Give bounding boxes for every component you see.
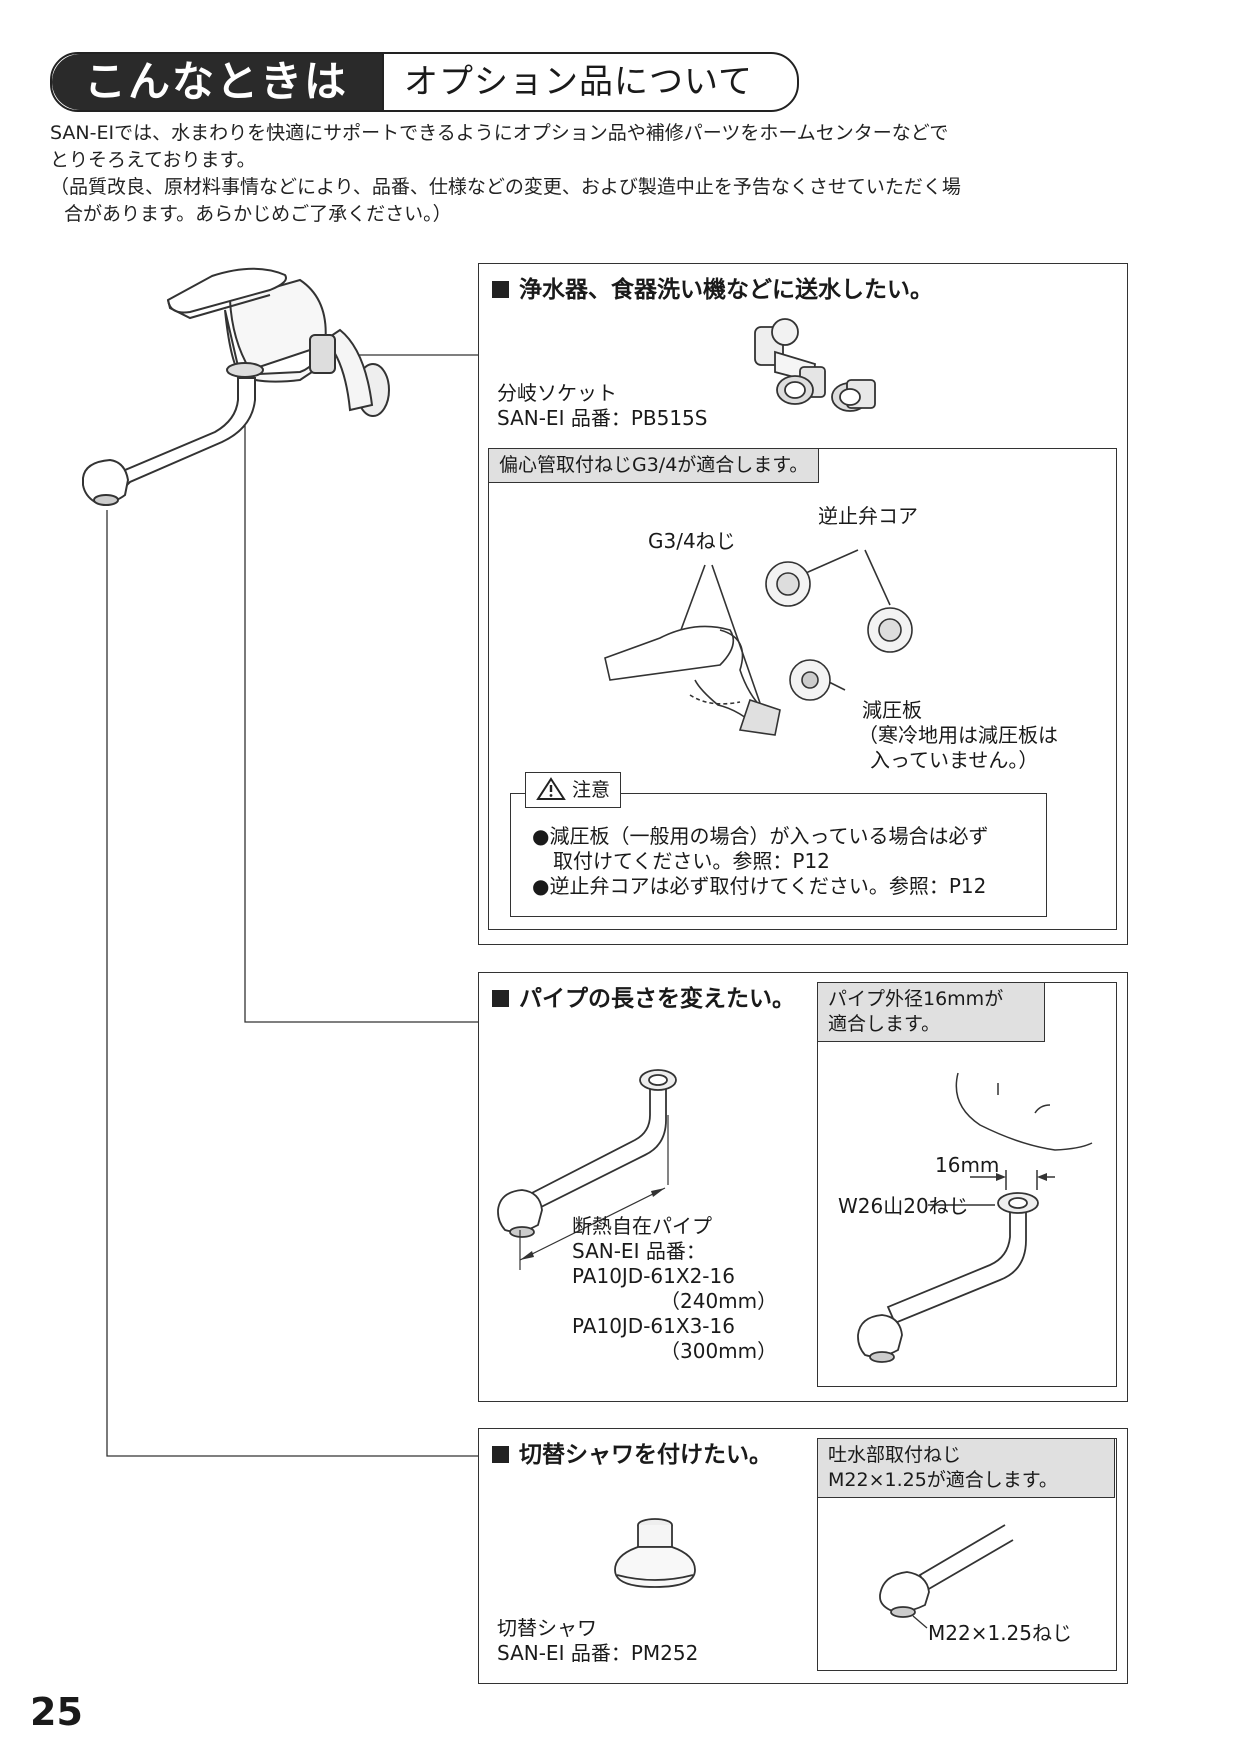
label-reducer-note: （寒冷地用は減圧板は — [858, 723, 1058, 747]
caution-box — [510, 793, 1047, 917]
section-header: こんなときは オプション品について — [50, 52, 799, 112]
panel-shower-title-text: 切替シャワを付けたい。 — [519, 1442, 772, 1468]
product-name-shower: 切替シャワ — [497, 1616, 597, 1640]
subbox-tab-spout: 吐水部取付ねじ M22×1.25が適合します。 — [818, 1439, 1115, 1498]
product-code-pipe-240: PA10JD-61X2-16 — [572, 1264, 735, 1288]
pipe-thread-label: W26山20ねじ — [838, 1194, 969, 1218]
product-code-pipe-300: PA10JD-61X3-16 — [572, 1314, 735, 1338]
header-dark-segment — [52, 54, 382, 110]
insulated-pipe-illustration — [497, 1069, 677, 1270]
page-number: 25 — [30, 1690, 83, 1734]
intro-line: 合があります。あらかじめご了承ください。） — [64, 203, 452, 225]
warning-triangle-icon — [536, 777, 566, 800]
spout-thread-diagram — [879, 1524, 1014, 1629]
subbox-tab-thread: 偏心管取付ねじG3/4が適合します。 — [489, 449, 820, 483]
panel-shower-title: 切替シャワを付けたい。 — [492, 1441, 772, 1469]
header-right-title: オプション品について — [404, 62, 753, 102]
product-code-label-pipe: SAN-EI 品番： — [572, 1239, 706, 1263]
intro-line: （品質改良、原材料事情などにより、品番、仕様などの変更、および製造中止を予告なく… — [50, 176, 961, 198]
label-reducer-plate: 減圧板 — [862, 698, 922, 722]
check-valve-diagram — [604, 549, 913, 736]
intro-line: とりそろえております。 — [50, 149, 256, 171]
faucet-drawing — [82, 267, 390, 506]
caution-item: ●減圧板（一般用の場合）が入っている場合は必ず — [532, 824, 989, 848]
switch-shower-illustration — [614, 1518, 696, 1588]
label-reducer-note: 入っていません。） — [870, 748, 1039, 772]
label-g34-thread: G3/4ねじ — [648, 529, 736, 553]
product-name-socket: 分岐ソケット — [497, 381, 617, 405]
subbox-tab-line: パイプ外径16mmが — [828, 988, 1004, 1010]
panel-water-title: 浄水器、食器洗い機などに送水したい。 — [492, 276, 933, 304]
black-square-icon — [492, 1446, 509, 1463]
label-check-valve-core: 逆止弁コア — [818, 504, 918, 528]
connector-line-pipe — [244, 395, 478, 1023]
spout-thread-label: M22×1.25ねじ — [928, 1621, 1072, 1645]
panel-pipe-title-text: パイプの長さを変えたい。 — [519, 986, 795, 1012]
subbox-tab-pipe: パイプ外径16mmが 適合します。 — [818, 983, 1045, 1042]
panel-pipe-title: パイプの長さを変えたい。 — [492, 985, 795, 1013]
connector-line-shower — [106, 510, 478, 1457]
pipe-dimension-label: 16mm — [935, 1153, 1000, 1177]
product-length-240: （240mm） — [660, 1289, 778, 1313]
branch-socket-illustration — [754, 318, 876, 412]
caution-tab: 注意 — [525, 772, 622, 808]
product-length-300: （300mm） — [660, 1339, 778, 1363]
black-square-icon — [492, 990, 509, 1007]
intro-line: SAN-EIでは、水まわりを快適にサポートできるようにオプション品や補修パーツを… — [50, 122, 949, 144]
caution-label: 注意 — [572, 779, 611, 801]
subbox-tab-line: 適合します。 — [828, 1013, 941, 1035]
pipe-diameter-diagram — [857, 1072, 1093, 1363]
product-code-shower: SAN-EI 品番：PM252 — [497, 1641, 699, 1665]
panel-water-title-text: 浄水器、食器洗い機などに送水したい。 — [519, 277, 933, 303]
black-square-icon — [492, 281, 509, 298]
subbox-tab-line: M22×1.25が適合します。 — [828, 1469, 1058, 1491]
caution-item: 取付けてください。参照：P12 — [553, 849, 830, 873]
caution-item: ●逆止弁コアは必ず取付けてください。参照：P12 — [532, 874, 987, 898]
product-code-socket: SAN-EI 品番：PB515S — [497, 406, 708, 430]
header-left-title: こんなときは — [84, 57, 349, 106]
subbox-tab-line: 吐水部取付ねじ — [828, 1444, 962, 1466]
header-divider — [382, 54, 398, 110]
intro-text: SAN-EIでは、水まわりを快適にサポートできるようにオプション品や補修パーツを… — [50, 120, 961, 228]
product-name-pipe: 断熱自在パイプ — [572, 1214, 712, 1238]
